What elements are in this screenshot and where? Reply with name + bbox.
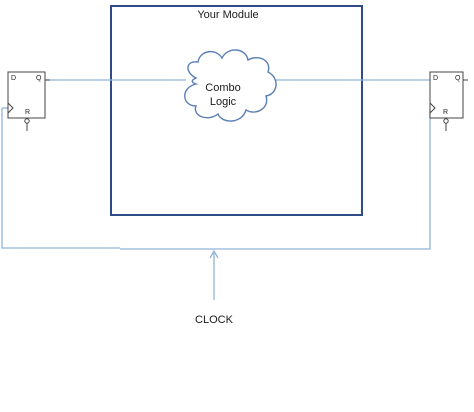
flipflop-right-clock-triangle <box>429 102 436 114</box>
flipflop-right-body <box>429 71 464 119</box>
flipflop-left-pin-d: D <box>11 75 16 82</box>
clock-label: CLOCK <box>195 314 234 326</box>
flipflop-right-pin-q: Q <box>455 75 461 82</box>
combo-logic-line-1: Combo <box>205 82 240 94</box>
flipflop-left-reset-bubble <box>24 118 30 124</box>
clock-wire-bottom <box>120 108 431 250</box>
flipflop-left-body <box>7 71 46 119</box>
combo-logic-cloud <box>184 49 277 122</box>
flipflop-left-pin-r: R <box>25 109 30 116</box>
flipflop-left: D Q R <box>7 71 50 131</box>
flipflop-left-pin-q: Q <box>36 75 42 82</box>
flipflop-right-pin-r: R <box>443 109 448 116</box>
combo-logic-line-2: Logic <box>210 96 237 108</box>
clock-wire-left <box>1 108 120 249</box>
flipflop-right: D Q R <box>429 71 468 131</box>
flipflop-right-pin-d: D <box>433 75 438 82</box>
clock-arrow-head <box>209 249 219 259</box>
module-title: Your Module <box>197 9 258 21</box>
flipflop-right-reset-bubble <box>443 118 449 124</box>
flipflop-left-clock-triangle <box>7 102 14 114</box>
